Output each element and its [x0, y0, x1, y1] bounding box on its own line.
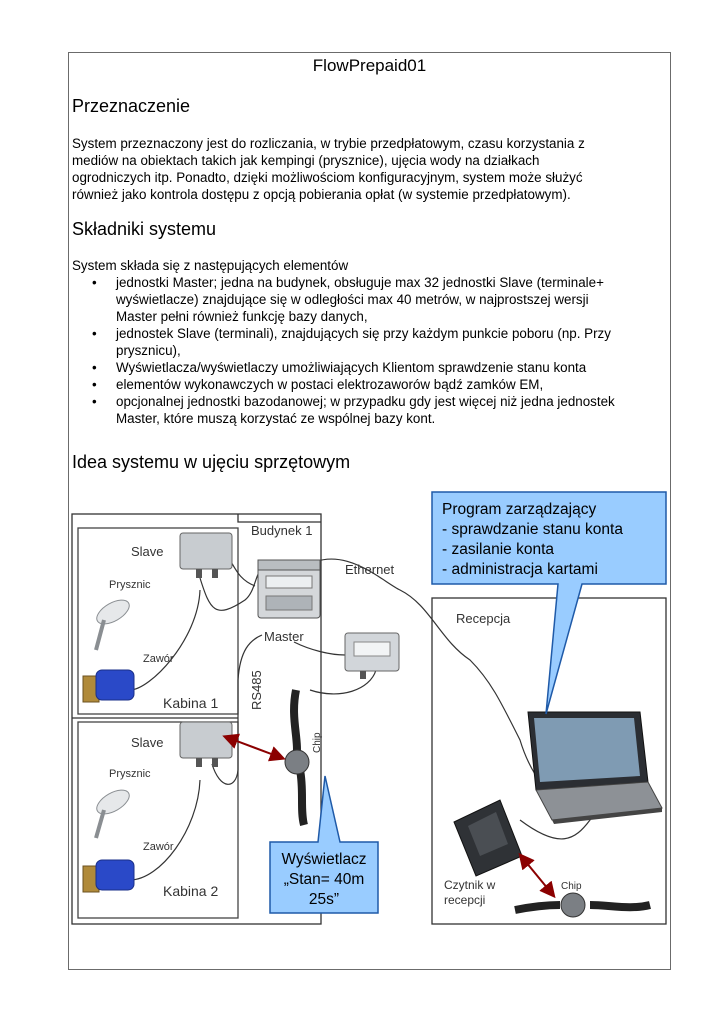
master-label: Master	[264, 629, 304, 644]
cabin-1-name-label: Kabina 1	[163, 695, 218, 711]
wristband-chip-2	[514, 892, 651, 918]
list-item-line: Master pełni również funkcję bazy danych…	[116, 309, 368, 324]
list-item: • Wyświetlacza/wyświetlaczy umożliwiając…	[72, 359, 668, 376]
wristband-chip-1	[284, 689, 310, 827]
components-list: • jednostki Master; jedna na budynek, ob…	[72, 274, 668, 427]
reader-label-line2: recepcji	[444, 893, 485, 907]
building-outline	[71, 513, 322, 925]
cabin-1-shower-label: Prysznic	[109, 579, 151, 591]
list-item: • opcjonalnej jednostki bazodanowej; w p…	[72, 393, 668, 427]
cabin-2-slave-label: Slave	[131, 735, 164, 750]
display-callout-line3: 25s”	[309, 891, 339, 908]
shower-head-1	[94, 599, 130, 651]
cabin-1-slave-label: Slave	[131, 544, 164, 559]
valve-1	[82, 669, 135, 703]
bullet-symbol: •	[92, 377, 97, 392]
components-intro: System składa się z następujących elemen…	[72, 258, 349, 273]
program-callout-line4: - administracja kartami	[442, 561, 598, 578]
list-item: • jednostek Slave (terminali), znajdując…	[72, 325, 668, 359]
heading-skladniki: Składniki systemu	[72, 219, 217, 239]
cabin-1-box	[77, 527, 239, 715]
paragraph-line: również jako kontrola dostępu z opcją po…	[72, 187, 571, 202]
shower-head-2	[94, 789, 130, 839]
list-item-line: opcjonalnej jednostki bazodanowej; w prz…	[116, 394, 615, 409]
cabin-2-box	[77, 721, 239, 919]
rfid-arrow-2	[518, 852, 556, 899]
program-callout-line2: - sprawdzanie stanu konta	[442, 521, 623, 538]
cabin-1-valve-label: Zawór	[143, 653, 174, 665]
paragraph-line: System przeznaczony jest do rozliczania,…	[72, 136, 585, 151]
laptop-icon	[527, 711, 663, 824]
program-callout-line1: Program zarządzający	[442, 501, 596, 518]
bullet-symbol: •	[92, 394, 97, 409]
bullet-symbol: •	[92, 360, 97, 375]
display-callout-line2: „Stan= 40m	[284, 871, 365, 888]
reception-label: Recepcja	[456, 611, 511, 626]
rs485-label: RS485	[249, 670, 264, 710]
building-label: Budynek 1	[251, 523, 312, 538]
card-reader-icon	[453, 799, 523, 877]
list-item-line: jednostki Master; jedna na budynek, obsł…	[116, 275, 604, 290]
chip-label-1: Chip	[312, 732, 323, 753]
paragraph-line: ogrodniczych itp. Ponadto, dzięki możliw…	[72, 170, 583, 185]
cabin-2-shower-label: Prysznic	[109, 768, 151, 780]
rfid-arrow-1	[222, 733, 286, 762]
slave-unit-2	[179, 721, 233, 767]
cabin-2-valve-label: Zawór	[143, 841, 174, 853]
page-frame	[68, 52, 671, 970]
chip-label-2: Chip	[561, 881, 582, 892]
cabin-2-name-label: Kabina 2	[163, 883, 218, 899]
cables	[129, 558, 621, 881]
intro-paragraph: System przeznaczony jest do rozliczania,…	[72, 135, 664, 203]
reception-box	[431, 597, 667, 925]
list-item: • jednostki Master; jedna na budynek, ob…	[72, 274, 668, 325]
paragraph-line: mediów na obiektach takich jak kempingi …	[72, 153, 540, 168]
ethernet-label: Ethernet	[345, 562, 395, 577]
display-callout	[269, 775, 379, 914]
display-terminal	[344, 632, 400, 679]
valve-2	[82, 859, 135, 893]
master-device	[257, 559, 321, 619]
program-callout	[431, 491, 667, 715]
bullet-symbol: •	[92, 275, 97, 290]
list-item-line: Master, które muszą korzystać ze wspólne…	[116, 411, 436, 426]
heading-idea-systemu: Idea systemu w ujęciu sprzętowym	[72, 452, 351, 472]
reader-label-line1: Czytnik w	[444, 878, 496, 892]
list-item: • elementów wykonawczych w postaci elekt…	[72, 376, 668, 393]
document-title: FlowPrepaid01	[312, 56, 427, 75]
program-callout-line3: - zasilanie konta	[442, 541, 554, 558]
display-callout-line1: Wyświetlacz	[281, 851, 366, 868]
list-item-line: prysznicu),	[116, 343, 181, 358]
list-item-line: Wyświetlacza/wyświetlaczy umożliwiającyc…	[116, 360, 587, 375]
list-item-line: jednostek Slave (terminali), znajdującyc…	[116, 326, 611, 341]
heading-przeznaczenie: Przeznaczenie	[72, 96, 191, 116]
list-item-line: wyświetlacze) znajdujące się w odległośc…	[116, 292, 589, 307]
bullet-symbol: •	[92, 326, 97, 341]
list-item-line: elementów wykonawczych w postaci elektro…	[116, 377, 544, 392]
slave-unit-1	[179, 532, 233, 578]
